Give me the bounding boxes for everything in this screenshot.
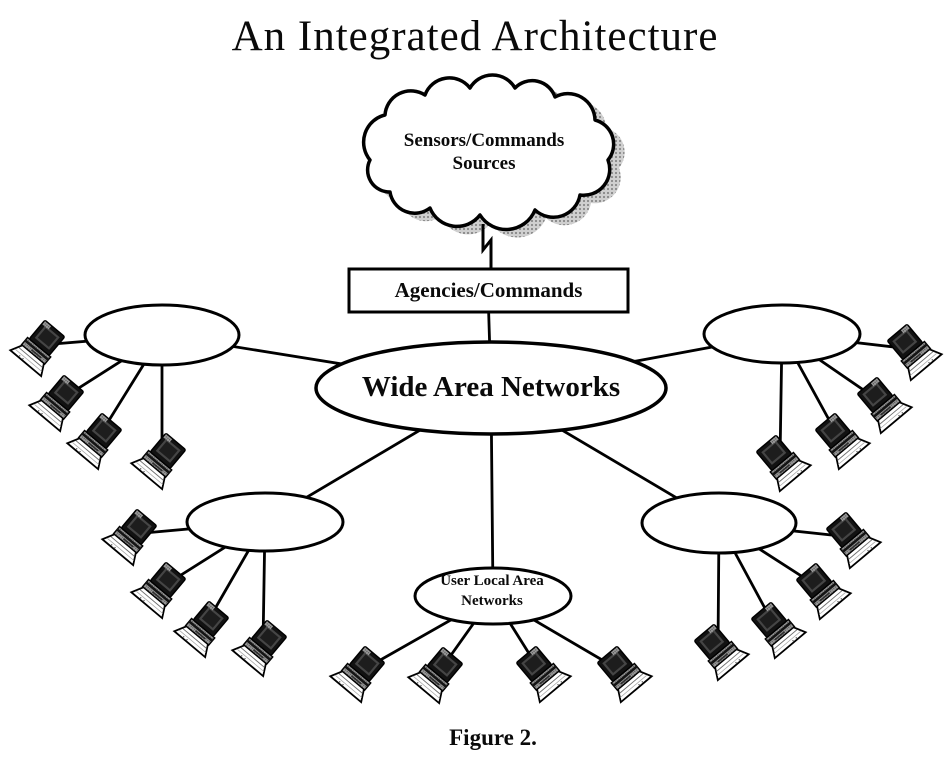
lan-ellipse-lower-right	[640, 491, 798, 555]
computer-icon	[880, 318, 943, 382]
user-lan-computers	[329, 640, 653, 705]
computer-icon	[687, 618, 750, 682]
computer-icon	[130, 556, 193, 620]
user-lan-ellipse	[413, 566, 573, 626]
computer-icon	[407, 641, 470, 705]
computer-icon	[329, 640, 392, 704]
sensors-cloud	[361, 73, 616, 232]
lan-ellipse-upper-left	[83, 303, 241, 367]
lan-ellipse-upper-right	[702, 303, 862, 365]
computer-icon	[789, 557, 852, 621]
computer-icon	[9, 314, 72, 378]
agencies-box	[347, 267, 630, 314]
computer-icon	[28, 369, 91, 433]
computer-icon	[231, 614, 294, 678]
computer-icon	[101, 503, 164, 567]
computer-icon	[590, 640, 653, 704]
computer-icon	[744, 596, 807, 660]
computer-icon	[173, 595, 236, 659]
computer-icon	[509, 640, 572, 704]
computer-icon	[130, 427, 193, 491]
computer-icon	[808, 407, 871, 471]
computer-icon	[819, 506, 882, 570]
lan-ellipse-lower-left	[185, 491, 345, 553]
wan-ellipse	[314, 340, 668, 436]
computer-icon	[66, 407, 129, 471]
computer-icon	[850, 371, 913, 435]
computer-icon	[749, 429, 812, 493]
lightning-connector	[481, 224, 493, 272]
